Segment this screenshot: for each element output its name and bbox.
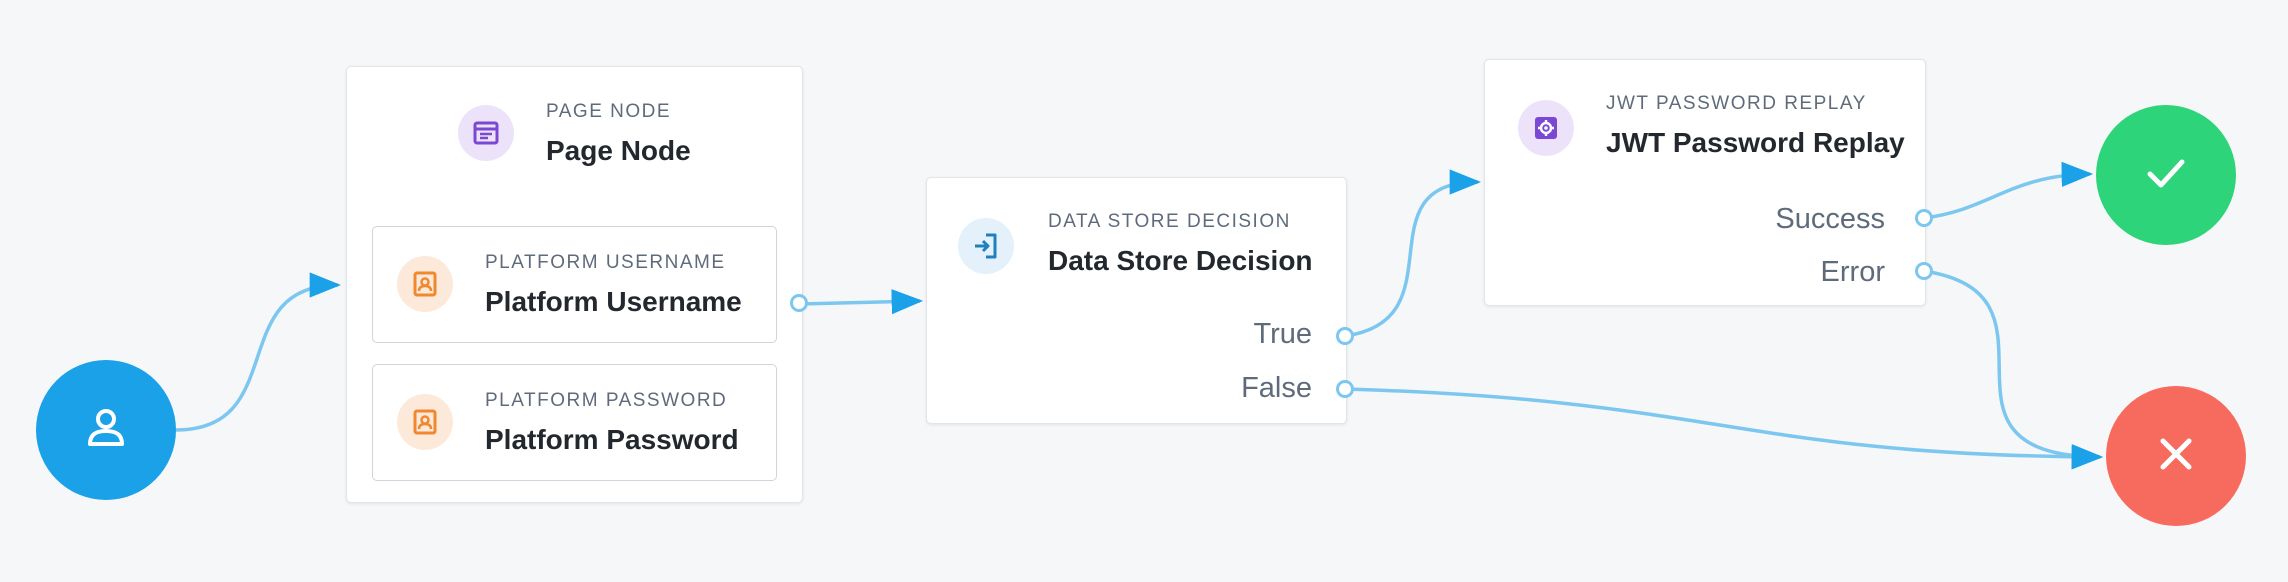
- success-node[interactable]: [2096, 105, 2236, 245]
- outcome-false-label: False: [1241, 372, 1312, 404]
- user-icon: [78, 400, 134, 461]
- child-node-caption: PLATFORM USERNAME: [485, 252, 726, 273]
- outcome-success-port[interactable]: [1915, 209, 1933, 227]
- id-card-icon: [397, 394, 453, 450]
- page-node-output-port[interactable]: [790, 294, 808, 312]
- child-node-title: Platform Password: [485, 424, 739, 455]
- node-caption: JWT PASSWORD REPLAY: [1606, 93, 1867, 114]
- child-node-platform-username[interactable]: PLATFORM USERNAME Platform Username: [372, 226, 777, 343]
- outcome-error-label: Error: [1820, 256, 1885, 288]
- jwt-password-replay-node[interactable]: JWT PASSWORD REPLAY JWT Password Replay …: [1484, 59, 1926, 306]
- outcome-false-port[interactable]: [1336, 380, 1354, 398]
- connector-false-to-failure: [1344, 387, 2104, 470]
- connector-start-to-page: [175, 272, 342, 432]
- connector-page-to-datastore: [799, 289, 924, 315]
- failure-node[interactable]: [2106, 386, 2246, 526]
- data-store-decision-node[interactable]: DATA STORE DECISION Data Store Decision …: [926, 177, 1347, 424]
- page-node[interactable]: PAGE NODE Page Node PLATFORM USERNAME Pl…: [346, 66, 803, 503]
- connector-success-to-success: [1923, 161, 2094, 220]
- page-node-caption: PAGE NODE: [546, 101, 672, 122]
- outcome-true-port[interactable]: [1336, 327, 1354, 345]
- node-title: JWT Password Replay: [1606, 127, 1905, 158]
- close-icon: [2148, 426, 2204, 487]
- checkmark-icon: [2138, 145, 2194, 206]
- outcome-success-label: Success: [1775, 203, 1885, 235]
- child-node-caption: PLATFORM PASSWORD: [485, 390, 728, 411]
- login-icon: [958, 218, 1014, 274]
- connector-true-to-jwt: [1344, 169, 1482, 338]
- start-node[interactable]: [36, 360, 176, 500]
- child-node-title: Platform Username: [485, 286, 742, 317]
- page-node-title: Page Node: [546, 135, 691, 166]
- outcome-true-label: True: [1253, 318, 1312, 350]
- connector-error-to-failure: [1923, 269, 2104, 470]
- gear-icon: [1518, 100, 1574, 156]
- page-icon: [458, 105, 514, 161]
- node-caption: DATA STORE DECISION: [1048, 211, 1291, 232]
- id-card-icon: [397, 256, 453, 312]
- node-title: Data Store Decision: [1048, 245, 1313, 276]
- child-node-platform-password[interactable]: PLATFORM PASSWORD Platform Password: [372, 364, 777, 481]
- outcome-error-port[interactable]: [1915, 262, 1933, 280]
